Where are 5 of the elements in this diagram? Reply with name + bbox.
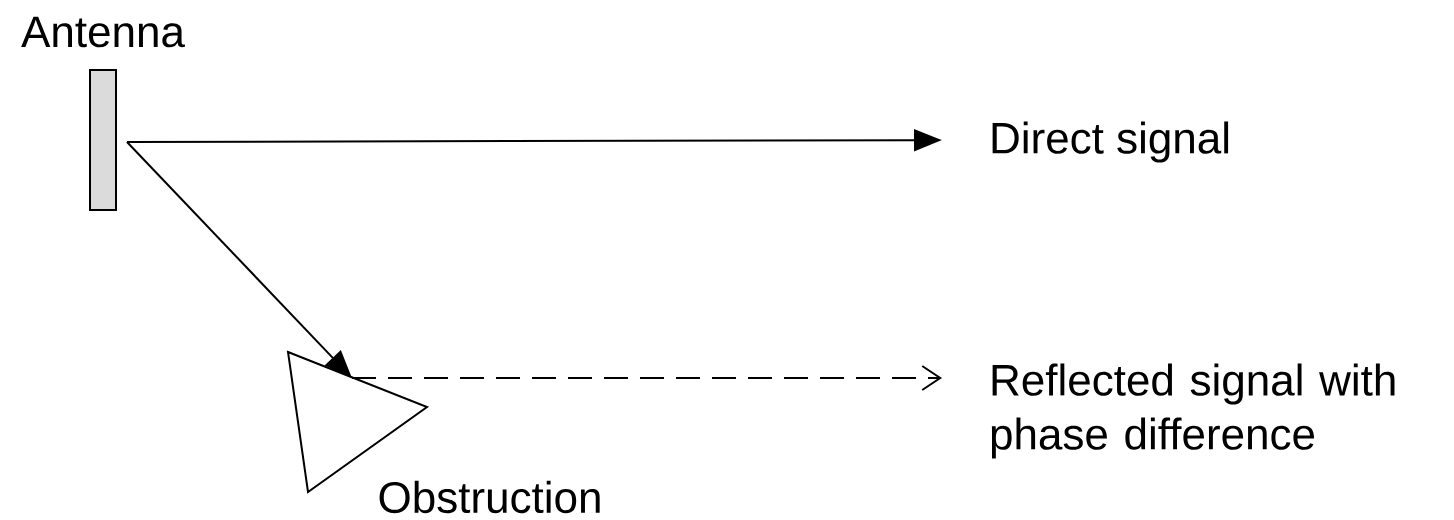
node-label: Direct signal bbox=[992, 121, 1229, 163]
node-label: Obstruction bbox=[379, 480, 600, 514]
node-label: Reflected signal with phase difference bbox=[991, 363, 1395, 459]
arrow bbox=[351, 365, 942, 391]
node-label: Antenna bbox=[21, 16, 185, 48]
